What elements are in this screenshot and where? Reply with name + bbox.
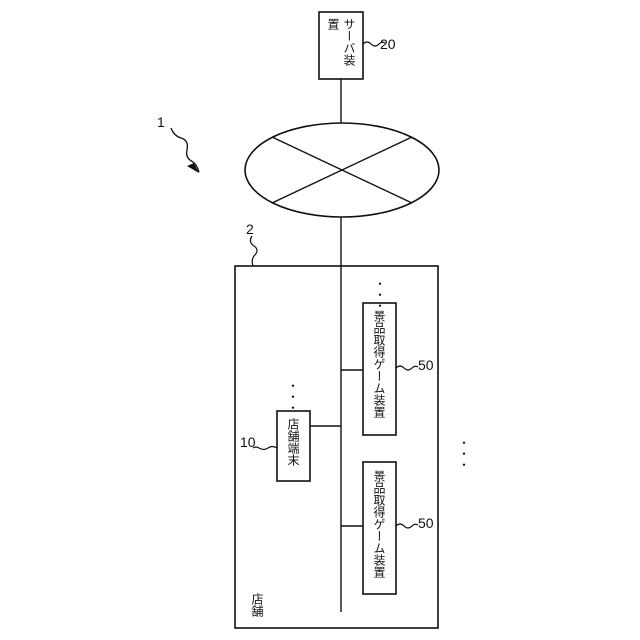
- ellipsis-store: ・・・: [457, 437, 469, 470]
- server-label: サーバ装置: [325, 18, 357, 74]
- ellipsis-terminal: ・・・: [286, 380, 298, 413]
- system-ref-label: 1: [157, 115, 165, 129]
- store-ref-label: 2: [246, 222, 254, 236]
- ref-50-leader-1: [396, 366, 418, 370]
- game-device-label-1: 景品取得ゲーム装置: [371, 310, 387, 418]
- store-label: 店舗: [250, 593, 264, 617]
- game-device-ref-label-1: 50: [418, 358, 434, 372]
- game-device-ref-label-2: 50: [418, 516, 434, 530]
- store-terminal-label: 店舗端末: [285, 418, 301, 466]
- server-ref-label: 20: [380, 37, 396, 51]
- ref-50-leader-2: [396, 524, 418, 528]
- ref-2-leader: [250, 236, 257, 266]
- ref-10-leader: [253, 447, 277, 450]
- store-terminal-ref-label: 10: [240, 435, 256, 449]
- ellipsis-game-upper: ・・・: [373, 278, 385, 311]
- game-device-label-2: 景品取得ゲーム装置: [371, 470, 387, 578]
- store-box: [235, 266, 438, 628]
